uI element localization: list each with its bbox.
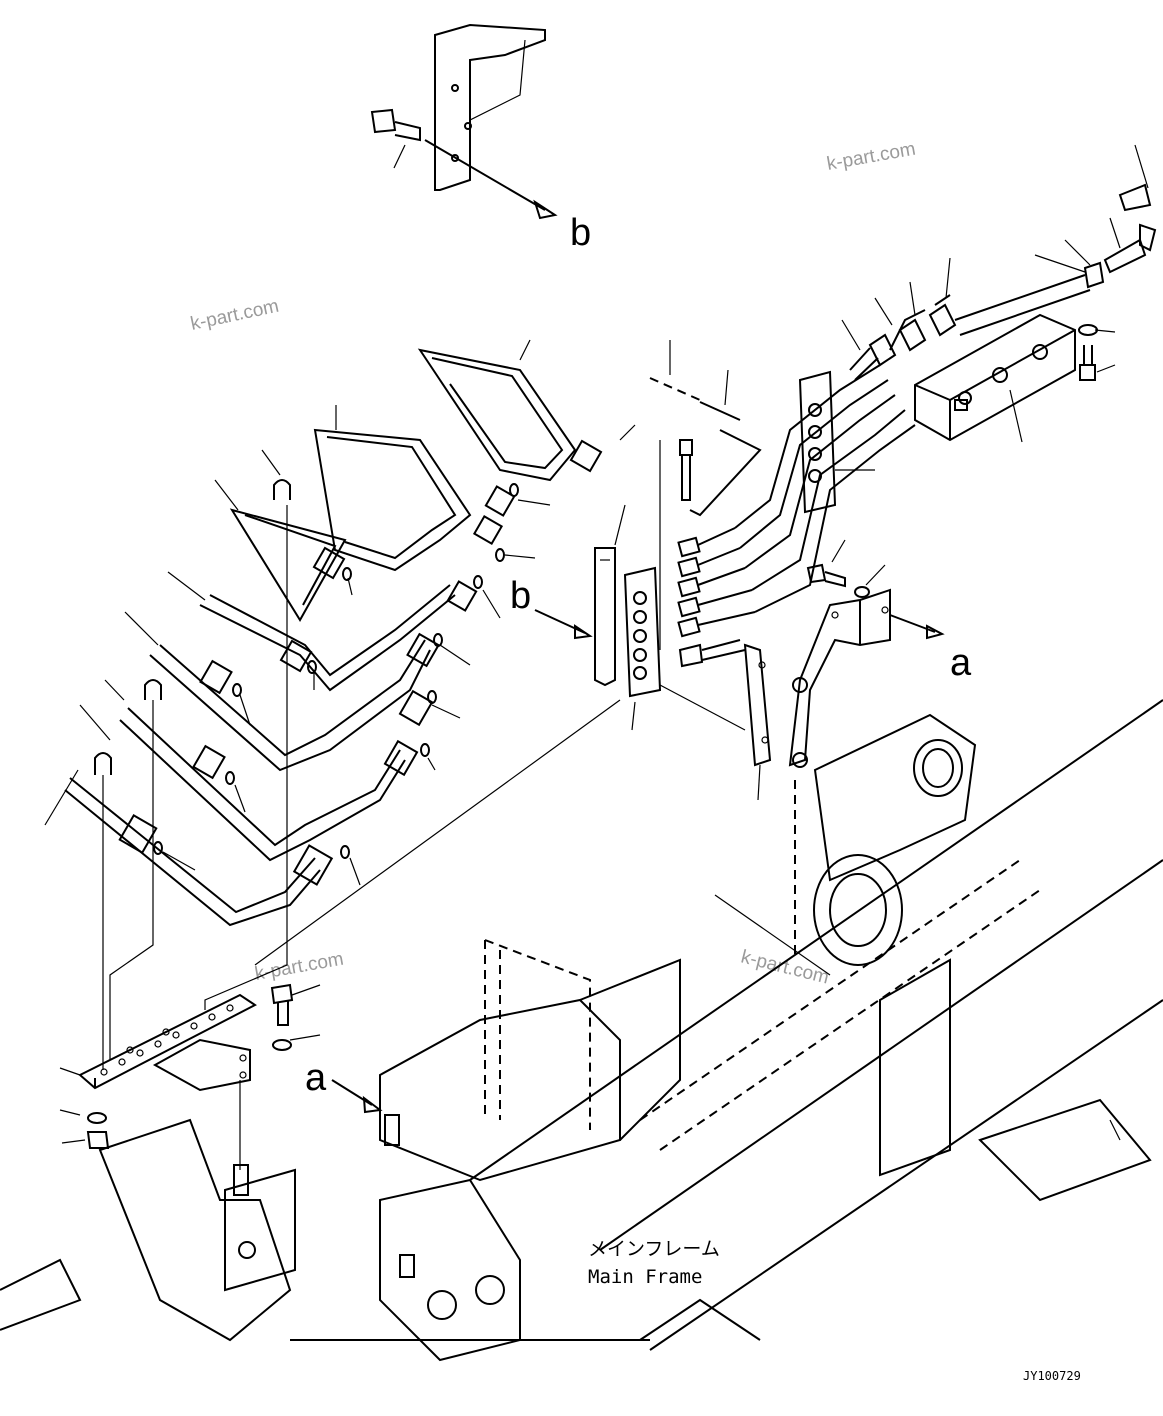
watermark-bottom-left: k-part.com: [253, 949, 345, 985]
watermark-left: k-part.com: [189, 296, 281, 335]
ref-b-left: b: [510, 575, 531, 617]
main-frame-structure: [0, 699, 1163, 1362]
clamp-plate: [59, 983, 321, 1196]
center-clamp: [534, 439, 772, 801]
main-frame-label-jp: メインフレーム: [588, 1238, 720, 1260]
ref-a-arrow: [331, 1079, 400, 1146]
ref-b-top: b: [570, 212, 591, 254]
control-valve: [841, 144, 1157, 443]
main-frame-label-en: Main Frame: [588, 1266, 702, 1288]
ref-a-right: a: [950, 642, 972, 684]
plate-holes: [100, 1004, 234, 1076]
leader-lines: [44, 339, 636, 886]
connector-fittings: [677, 527, 756, 668]
top-bracket: [370, 23, 558, 220]
right-bracket: [788, 539, 945, 768]
drawing-code: JY100729: [1023, 1369, 1081, 1383]
watermark-bottom-right: k-part.com: [739, 946, 831, 988]
hanger-lines: [102, 505, 621, 1070]
watermark-top-right: k-part.com: [825, 139, 917, 175]
watermarks: k-part.com k-part.com k-part.com k-part.…: [189, 139, 918, 989]
tube-bundle: [64, 348, 603, 927]
tube-nuts: [118, 439, 603, 886]
valve-tubes: [649, 340, 916, 613]
ref-a-bottom: a: [305, 1057, 327, 1099]
